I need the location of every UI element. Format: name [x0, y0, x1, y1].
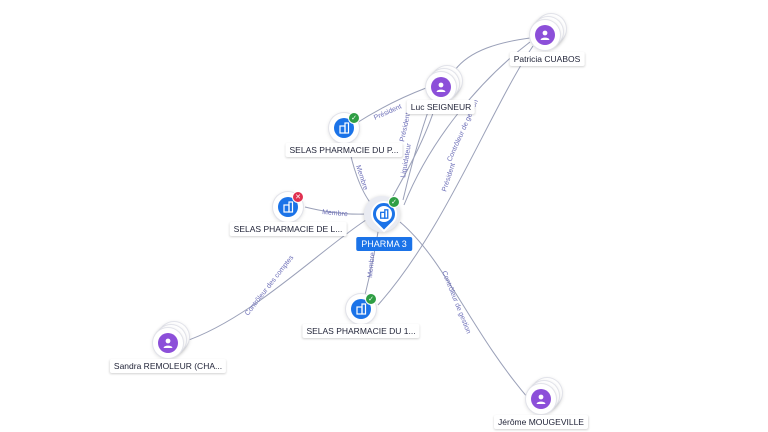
building-icon [351, 299, 371, 319]
edge-label: Membre [367, 252, 377, 278]
edge-label: Président [373, 103, 403, 121]
location-pin-icon [365, 195, 403, 233]
node-label-patricia: Patricia CUABOS [509, 52, 585, 66]
edge-sandra-pharma3 [182, 219, 367, 343]
node-label-sandra: Sandra REMOLEUR (CHA... [109, 359, 227, 373]
edge-label: Contrôleur des comptes [244, 254, 296, 317]
node-label-jerome: Jérôme MOUGEVILLE [494, 415, 588, 429]
edge-label: Président [399, 112, 412, 142]
person-icon [535, 25, 555, 45]
person-icon [158, 333, 178, 353]
check-icon: ✓ [365, 293, 377, 305]
node-label-luc: Luc SEIGNEUR [406, 100, 476, 114]
node-label-pharma3: PHARMA 3 [356, 237, 412, 251]
edge-label: Membre [322, 209, 348, 218]
edge-luc-selasp [354, 87, 427, 125]
edge-label: Président [441, 162, 457, 192]
edge-patricia-luc-frame [454, 37, 531, 71]
edge-label: Membre [354, 164, 369, 191]
building-icon [334, 118, 354, 138]
cross-icon: ✕ [292, 191, 304, 203]
node-label-selas-l: SELAS PHARMACIE DE L... [229, 222, 347, 236]
node-label-selas-1: SELAS PHARMACIE DU 1... [302, 324, 420, 338]
edge-label: Contrôleur de gestion [440, 270, 472, 335]
person-icon [531, 389, 551, 409]
check-icon: ✓ [348, 112, 360, 124]
edge-patricia-selas1 [377, 45, 534, 306]
person-icon [431, 77, 451, 97]
edge-luc-pharma3-liq [402, 105, 431, 201]
building-icon [278, 197, 298, 217]
node-label-selas-p: SELAS PHARMACIE DU P... [285, 143, 403, 157]
edge-selasl-pharma3 [304, 206, 367, 215]
edge-jerome-pharma3 [399, 221, 529, 399]
check-icon: ✓ [388, 196, 400, 208]
building-icon [376, 206, 392, 222]
